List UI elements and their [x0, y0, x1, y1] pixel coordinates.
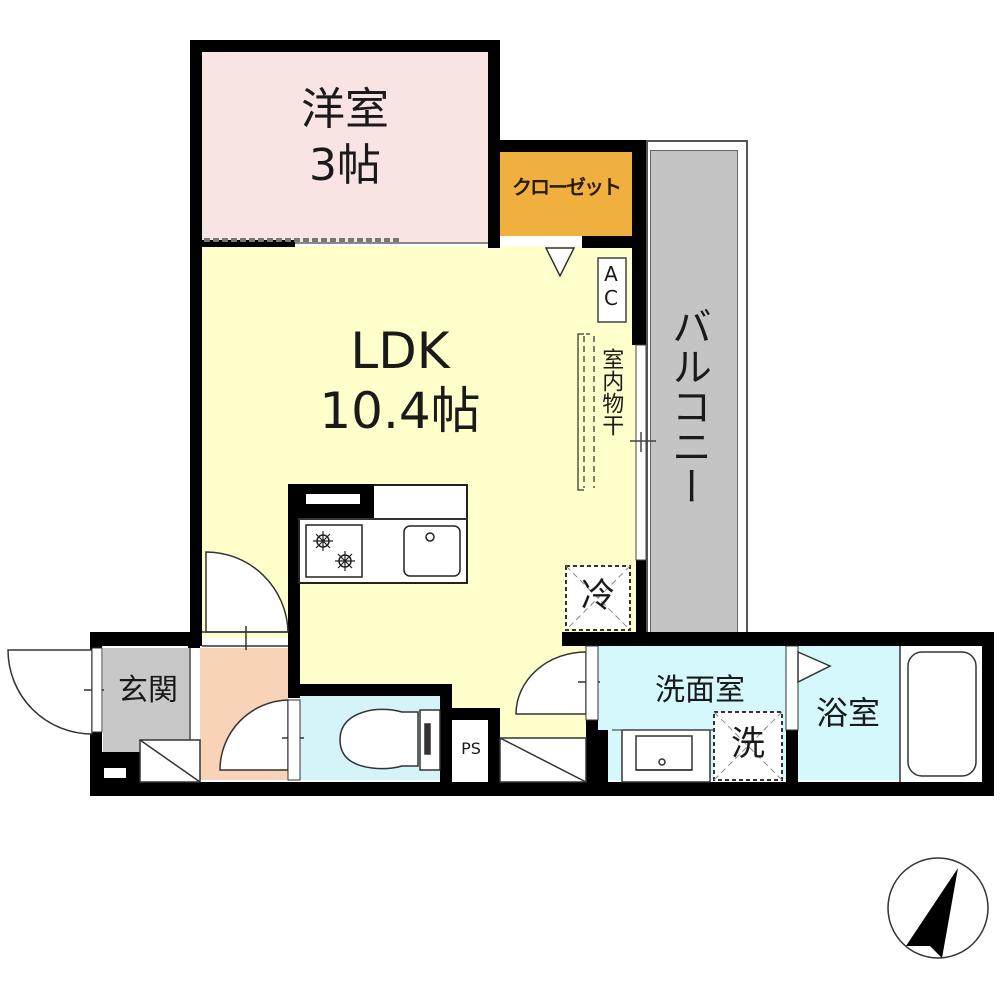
ldk-size: 10.4帖 — [319, 382, 481, 440]
bathroom-label: 浴室 — [815, 694, 880, 732]
wall — [786, 730, 798, 784]
storage-door-icon — [499, 737, 587, 783]
indoor-drying-bar-icon — [577, 333, 595, 491]
western-room-name: 洋室 — [301, 84, 389, 135]
washroom-label: 洗面室 — [655, 673, 745, 708]
wall — [488, 708, 500, 784]
closet-door-icon — [500, 236, 582, 244]
compass-north-arrow-icon — [887, 857, 989, 959]
bath-door-icon — [797, 650, 832, 684]
wall — [190, 40, 500, 52]
kitchen-upper-slot — [306, 494, 360, 504]
closet-label: クローゼット — [512, 175, 622, 199]
wall — [200, 240, 295, 247]
wall — [90, 782, 994, 796]
front-door-swing-icon — [7, 649, 104, 735]
ldk-door-swing-icon — [202, 551, 289, 650]
sliding-door-icon — [204, 238, 488, 244]
downlight-triangle-icon — [544, 247, 576, 278]
fridge-space-icon — [565, 565, 631, 631]
washbasin-icon — [621, 729, 711, 783]
wall — [90, 632, 202, 646]
wall — [562, 632, 994, 646]
ac-unit-icon — [597, 257, 627, 323]
balcony — [650, 150, 738, 636]
wall — [982, 632, 994, 796]
washer-label: 洗 — [731, 724, 765, 764]
wall — [488, 140, 646, 152]
closet — [500, 150, 632, 236]
washing-machine-space-icon — [713, 711, 783, 781]
stove-burners-icon — [305, 524, 363, 578]
wall — [586, 720, 598, 784]
wall — [188, 632, 200, 648]
wall — [288, 484, 300, 698]
kitchen-sink-icon — [403, 525, 461, 577]
wall — [440, 708, 500, 720]
entrance-label: 玄関 — [118, 673, 178, 708]
wall — [190, 40, 202, 640]
fridge-label: 冷 — [581, 576, 615, 616]
ldk-name: LDK — [350, 322, 450, 380]
wall — [636, 560, 646, 640]
ac-label: AC — [599, 262, 623, 310]
western-room — [200, 50, 490, 242]
bathtub-icon — [907, 651, 977, 777]
pipe-space-label: PS — [461, 739, 481, 758]
toilet-bowl-icon — [339, 708, 441, 771]
pipe-space — [452, 720, 490, 780]
kitchen-divider — [298, 518, 468, 520]
vent-opening — [104, 768, 126, 778]
wall — [598, 730, 608, 784]
wall — [288, 684, 450, 696]
balcony-label: バルコニー — [665, 306, 711, 506]
wall — [582, 236, 644, 248]
indoor-drying-label: 室内物干 — [598, 348, 624, 436]
western-room-size: 3帖 — [309, 140, 381, 191]
sash-window-icon — [635, 344, 647, 561]
wall — [90, 730, 102, 796]
